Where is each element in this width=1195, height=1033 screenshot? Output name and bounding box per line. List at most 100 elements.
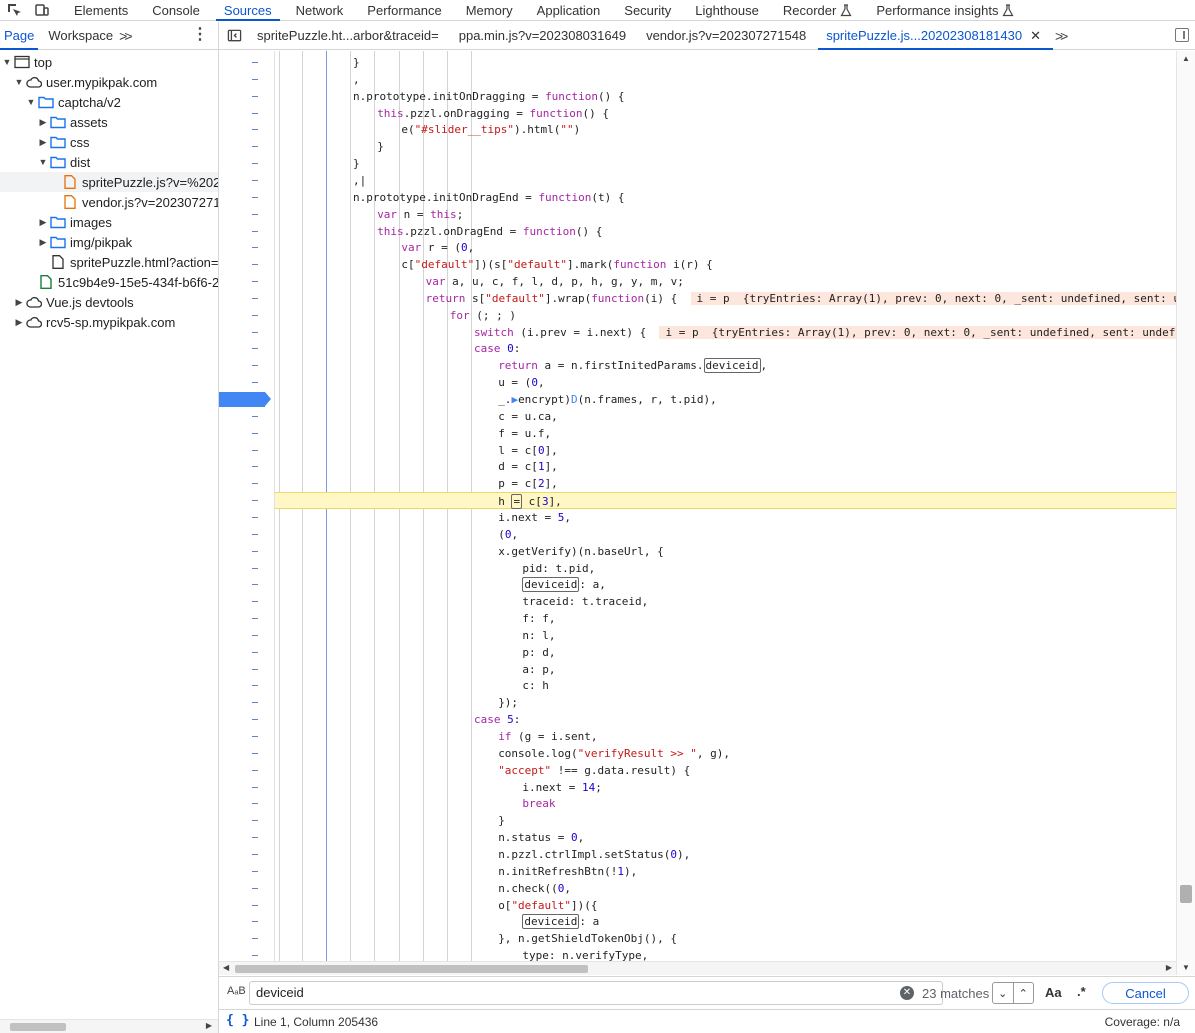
code-line[interactable]: ,| bbox=[353, 173, 367, 187]
tab-memory[interactable]: Memory bbox=[454, 0, 525, 20]
chevron-down-icon[interactable]: ⌄ bbox=[993, 983, 1014, 1003]
line-marker[interactable] bbox=[252, 112, 258, 114]
tree-item[interactable]: ▶images bbox=[0, 212, 218, 232]
line-marker[interactable] bbox=[252, 146, 258, 148]
code-line[interactable]: pid: t.pid, bbox=[522, 561, 596, 575]
code-line[interactable]: f: f, bbox=[522, 612, 556, 626]
code-line[interactable]: n.prototype.initOnDragging = function() … bbox=[353, 89, 625, 103]
code-line[interactable]: } bbox=[353, 56, 360, 69]
editor-horizontal-scrollbar[interactable]: ◀ ▶ bbox=[219, 961, 1176, 975]
line-marker[interactable] bbox=[252, 533, 258, 535]
code-line[interactable]: n.prototype.initOnDragEnd = function(t) … bbox=[353, 190, 625, 204]
line-marker[interactable] bbox=[252, 668, 258, 670]
line-marker[interactable] bbox=[252, 719, 258, 721]
toggle-debugger-sidebar-icon[interactable] bbox=[1175, 28, 1189, 42]
scroll-right-icon[interactable]: ▶ bbox=[205, 1021, 212, 1030]
line-marker[interactable] bbox=[252, 837, 258, 839]
expanded-arrow-icon[interactable]: ▼ bbox=[38, 157, 48, 167]
tree-item[interactable]: ▶rcv5-sp.mypikpak.com bbox=[0, 312, 218, 332]
cancel-button[interactable]: Cancel bbox=[1102, 982, 1189, 1004]
line-marker[interactable] bbox=[252, 415, 258, 417]
code-line[interactable]: var a, u, c, f, l, d, p, h, g, y, m, v; bbox=[425, 275, 684, 289]
tab-performance-insights[interactable]: Performance insights bbox=[864, 0, 1026, 20]
regex-button[interactable]: .* bbox=[1077, 984, 1086, 999]
code-editor[interactable]: },n.prototype.initOnDragging = function(… bbox=[219, 51, 1176, 961]
line-marker[interactable] bbox=[252, 702, 258, 704]
code-line[interactable]: n: l, bbox=[522, 628, 556, 642]
expanded-arrow-icon[interactable]: ▼ bbox=[14, 77, 24, 87]
line-marker[interactable] bbox=[252, 449, 258, 451]
tab-security[interactable]: Security bbox=[612, 0, 683, 20]
line-marker[interactable] bbox=[252, 584, 258, 586]
code-line[interactable]: deviceid: a bbox=[522, 914, 600, 930]
editor-tab[interactable]: ppa.min.js?v=202308031649 bbox=[451, 22, 638, 49]
breakpoint-marker[interactable] bbox=[219, 392, 271, 407]
more-editor-tabs-chevron-icon[interactable]: >> bbox=[1054, 27, 1068, 44]
tree-item[interactable]: spritePuzzle.html?action= bbox=[0, 252, 218, 272]
line-marker[interactable] bbox=[252, 955, 258, 957]
code-line[interactable]: type: n.verifyType, bbox=[522, 949, 649, 961]
scroll-right-icon[interactable]: ▶ bbox=[1165, 963, 1172, 972]
code-line[interactable]: traceid: t.traceid, bbox=[522, 595, 649, 609]
line-marker[interactable] bbox=[252, 466, 258, 468]
code-line[interactable]: p = c[2], bbox=[498, 477, 558, 491]
code-line[interactable]: if (g = i.sent, bbox=[498, 730, 598, 743]
clear-search-icon[interactable]: ✕ bbox=[900, 986, 914, 1000]
code-line[interactable]: break bbox=[522, 797, 556, 811]
line-marker[interactable] bbox=[252, 365, 258, 367]
code-line[interactable]: console.log("verifyResult >> ", g), bbox=[498, 746, 731, 760]
code-line[interactable]: l = c[0], bbox=[498, 443, 558, 457]
more-tabs-chevron-icon[interactable]: >> bbox=[119, 27, 132, 44]
line-marker[interactable] bbox=[252, 230, 258, 232]
close-tab-icon[interactable]: ✕ bbox=[1030, 27, 1041, 43]
line-marker[interactable] bbox=[252, 314, 258, 316]
code-line[interactable]: u = (0, bbox=[498, 376, 545, 390]
line-marker[interactable] bbox=[252, 938, 258, 940]
collapsed-arrow-icon[interactable]: ▶ bbox=[15, 316, 23, 327]
code-line[interactable]: } bbox=[498, 814, 505, 828]
match-case-icon[interactable]: AₐB bbox=[227, 985, 246, 997]
scrollbar-thumb[interactable] bbox=[1180, 885, 1192, 903]
tree-item[interactable]: ▼dist bbox=[0, 152, 218, 172]
tree-item[interactable]: ▼top bbox=[0, 52, 218, 72]
line-marker[interactable] bbox=[252, 634, 258, 636]
tab-network[interactable]: Network bbox=[284, 0, 356, 20]
tree-item[interactable]: vendor.js?v=202307271 bbox=[0, 192, 218, 212]
line-marker[interactable] bbox=[252, 820, 258, 822]
tab-performance[interactable]: Performance bbox=[355, 0, 453, 20]
inspect-element-icon[interactable] bbox=[0, 0, 28, 20]
tab-sources[interactable]: Sources bbox=[212, 0, 284, 21]
line-marker[interactable] bbox=[252, 78, 258, 80]
code-line[interactable]: "accept" !== g.data.result) { bbox=[498, 763, 691, 777]
line-marker[interactable] bbox=[252, 163, 258, 165]
kebab-menu-icon[interactable]: ⋮ bbox=[192, 26, 208, 43]
expanded-arrow-icon[interactable]: ▼ bbox=[26, 97, 36, 107]
line-marker[interactable] bbox=[252, 685, 258, 687]
code-line[interactable]: i.next = 14; bbox=[522, 780, 602, 794]
line-marker[interactable] bbox=[252, 95, 258, 97]
code-line[interactable]: a: p, bbox=[522, 662, 556, 676]
code-line[interactable]: return s["default"].wrap(function(i) { i… bbox=[275, 290, 1176, 307]
code-line[interactable]: i.next = 5, bbox=[498, 510, 572, 524]
code-line[interactable]: var n = this; bbox=[377, 207, 464, 221]
line-marker[interactable] bbox=[252, 432, 258, 434]
tree-item[interactable]: ▼user.mypikpak.com bbox=[0, 72, 218, 92]
code-line[interactable]: switch (i.prev = i.next) { i = p {tryEnt… bbox=[275, 324, 1176, 341]
editor-vertical-scrollbar[interactable]: ▲ ▼ bbox=[1176, 51, 1195, 975]
tab-recorder[interactable]: Recorder bbox=[771, 0, 864, 20]
line-marker[interactable] bbox=[252, 281, 258, 283]
scrollbar-thumb[interactable] bbox=[235, 965, 588, 973]
tab-console[interactable]: Console bbox=[140, 0, 212, 20]
navigator-horizontal-scrollbar[interactable]: ▶ bbox=[0, 1019, 218, 1033]
tree-item[interactable]: ▶img/pikpak bbox=[0, 232, 218, 252]
code-line[interactable]: (0, bbox=[498, 527, 519, 541]
collapsed-arrow-icon[interactable]: ▶ bbox=[39, 216, 47, 227]
tab-elements[interactable]: Elements bbox=[62, 0, 140, 20]
tree-item[interactable]: ▶assets bbox=[0, 112, 218, 132]
line-marker[interactable] bbox=[252, 331, 258, 333]
line-marker[interactable] bbox=[252, 651, 258, 653]
editor-tab[interactable]: spritePuzzle.js...20202308181430✕ bbox=[818, 22, 1053, 50]
line-marker[interactable] bbox=[252, 736, 258, 737]
tab-application[interactable]: Application bbox=[525, 0, 613, 20]
line-marker[interactable] bbox=[252, 870, 258, 872]
